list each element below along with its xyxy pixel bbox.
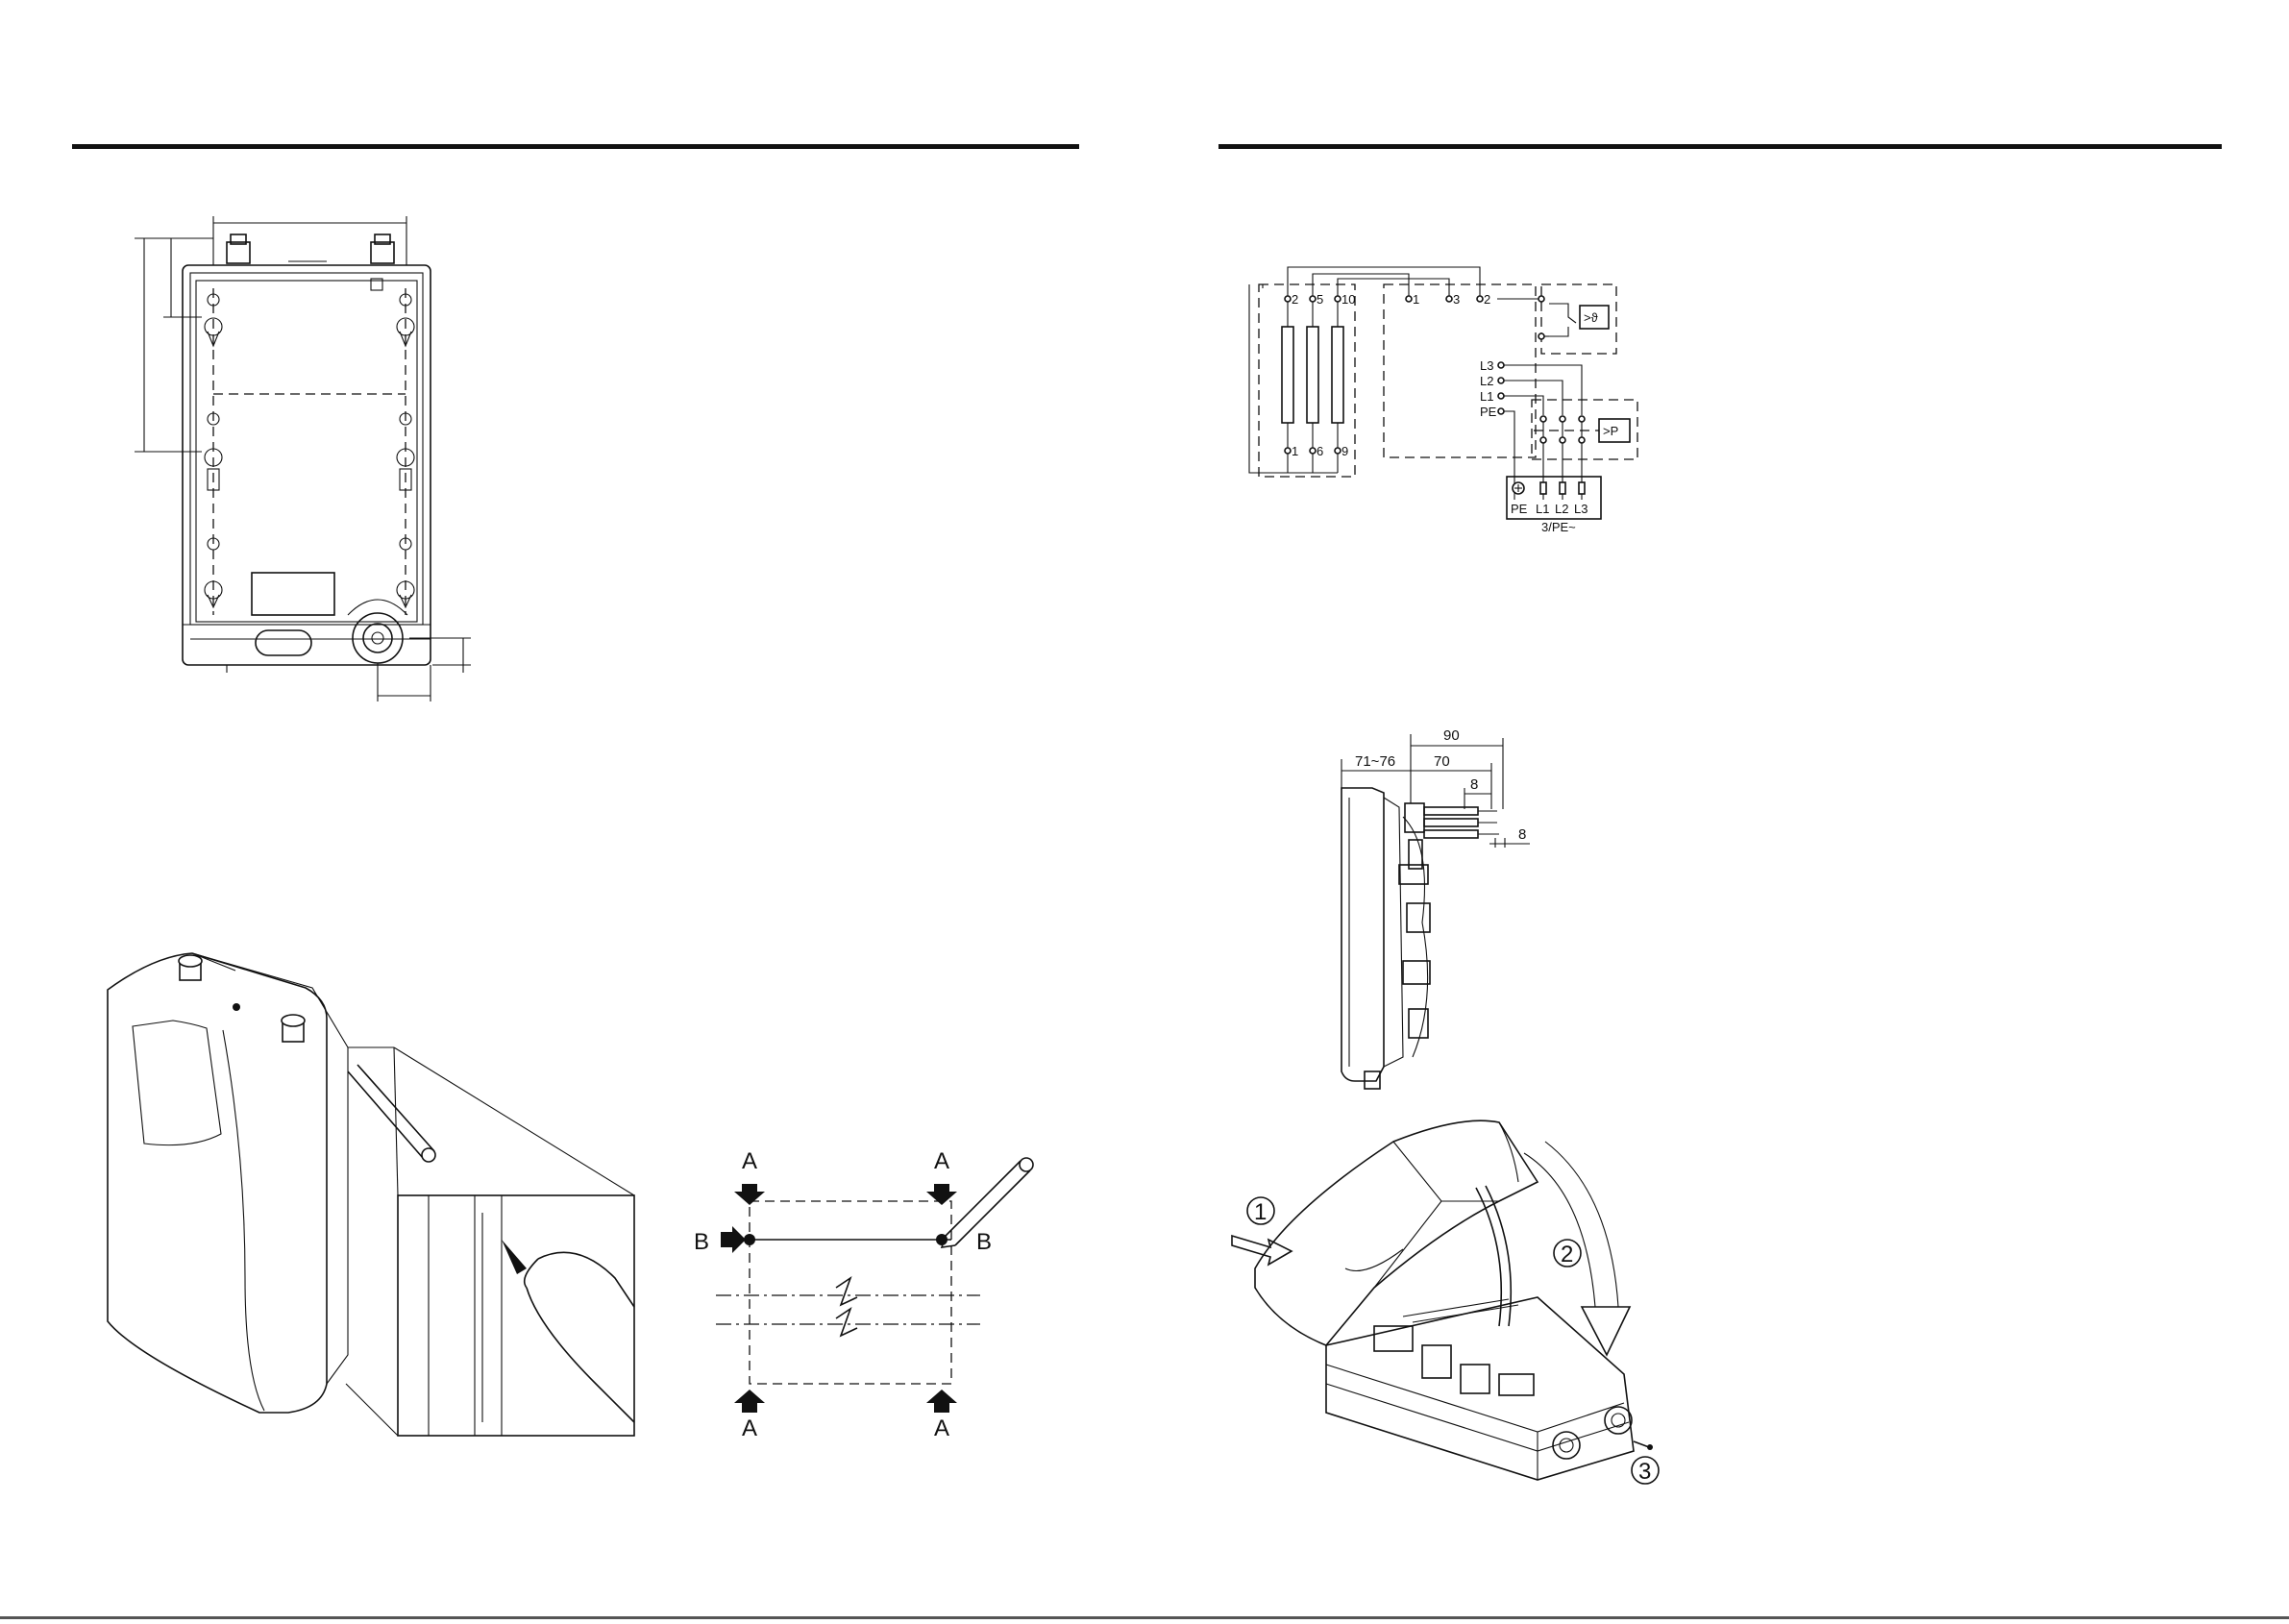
marking-positions-diagram: A A A A B B — [694, 1148, 1033, 1441]
step-2-label: 2 — [1561, 1242, 1573, 1267]
step-3-label: 3 — [1638, 1459, 1651, 1485]
mark-b-left: B — [694, 1229, 709, 1255]
rear-view-dimension-drawing — [135, 216, 471, 701]
supply-terminal-pe: PE — [1511, 502, 1528, 516]
heater-terminal-2: 2 — [1292, 292, 1298, 307]
dim-overall: 90 — [1443, 727, 1460, 744]
mark-a-bottom-right: A — [934, 1415, 949, 1441]
supply-terminal-l3: L3 — [1574, 502, 1588, 516]
heater-terminal-10: 10 — [1341, 292, 1355, 307]
step-1-label: 1 — [1254, 1199, 1267, 1225]
wiring-diagram: 2 5 10 1 6 9 1 3 2 >ϑ L3 L2 L1 PE — [1249, 267, 1637, 534]
supply-terminal-l1: L1 — [1536, 502, 1549, 516]
right-page-header-rule — [1218, 144, 2222, 149]
heater-terminal-9: 9 — [1341, 444, 1348, 458]
heater-terminal-6: 6 — [1317, 444, 1323, 458]
cover-removal-illustration: 1 2 3 — [1232, 1120, 1659, 1485]
supply-terminal-l2: L2 — [1555, 502, 1568, 516]
dim-left: 71~76 — [1355, 753, 1395, 770]
mark-a-bottom-left: A — [742, 1415, 757, 1441]
dim-mid: 70 — [1434, 753, 1450, 770]
heater-terminal-1: 1 — [1292, 444, 1298, 458]
temperature-limiter-symbol: >ϑ — [1584, 310, 1599, 325]
supply-label: 3/PE~ — [1541, 520, 1576, 534]
dim-core2: 8 — [1518, 826, 1526, 843]
board-terminal-2: 2 — [1484, 292, 1490, 307]
appliance-perspective-marking — [108, 953, 634, 1436]
phase-input-l3: L3 — [1480, 358, 1493, 373]
mark-b-right: B — [976, 1229, 992, 1255]
phase-input-pe: PE — [1480, 405, 1497, 419]
phase-input-l2: L2 — [1480, 374, 1493, 388]
mark-a-top-right: A — [934, 1148, 949, 1174]
board-terminal-1: 1 — [1413, 292, 1419, 307]
mark-a-top-left: A — [742, 1148, 757, 1174]
left-page-header-rule — [72, 144, 1079, 149]
board-terminal-3: 3 — [1453, 292, 1460, 307]
phase-input-l1: L1 — [1480, 389, 1493, 404]
heater-terminal-5: 5 — [1317, 292, 1323, 307]
cable-strip-dimensions: 90 71~76 70 8 8 — [1341, 727, 1530, 1089]
pressure-switch-symbol: >P — [1603, 424, 1618, 438]
dim-core: 8 — [1470, 776, 1478, 793]
